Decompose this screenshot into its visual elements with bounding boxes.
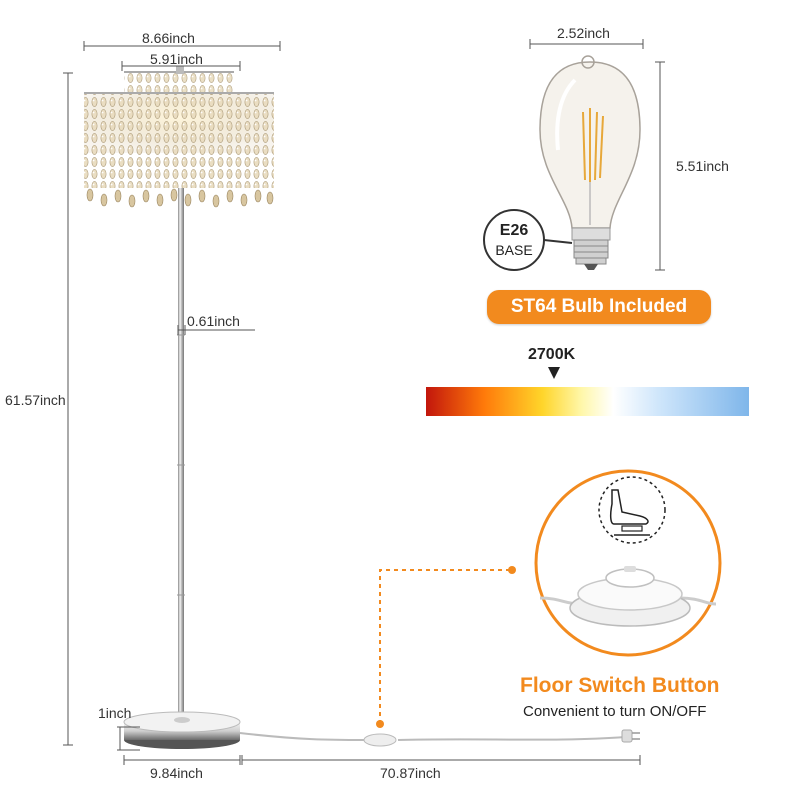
- lamp-shade: [84, 66, 274, 208]
- cord-length-label: 70.87inch: [380, 765, 441, 781]
- foot-press-icon: [598, 476, 666, 544]
- floor-switch-title: Floor Switch Button: [520, 674, 720, 697]
- power-cord: [239, 729, 640, 747]
- switch-callout-line: [376, 566, 516, 728]
- pole-diameter-label: 0.61inch: [187, 313, 240, 329]
- e26-base-type: E26: [499, 222, 529, 239]
- bulb-height-label: 5.51inch: [676, 158, 729, 174]
- floor-switch-zoom: [534, 469, 722, 657]
- e26-base-label: BASE: [495, 242, 533, 258]
- st64-bulb: [539, 55, 641, 270]
- color-temperature-gradient: [426, 387, 749, 416]
- e26-base-callout: [483, 209, 573, 271]
- shade-inner-width-label: 5.91inch: [150, 51, 203, 67]
- lamp-base: [123, 711, 241, 749]
- bulb-width-label: 2.52inch: [557, 25, 610, 41]
- shade-outer-width-label: 8.66inch: [142, 30, 195, 46]
- lamp-pole: [178, 188, 184, 716]
- base-height-label: 1inch: [98, 705, 132, 721]
- color-temperature-value: 2700K: [528, 346, 576, 363]
- total-height-label: 61.57inch: [5, 392, 66, 408]
- bulb-included-badge: ST64 Bulb Included: [487, 290, 711, 324]
- temperature-pointer-icon: [548, 367, 560, 379]
- base-diameter-label: 9.84inch: [150, 765, 203, 781]
- floor-switch-subtitle: Convenient to turn ON/OFF: [523, 703, 707, 720]
- dimension-lines: [63, 39, 665, 765]
